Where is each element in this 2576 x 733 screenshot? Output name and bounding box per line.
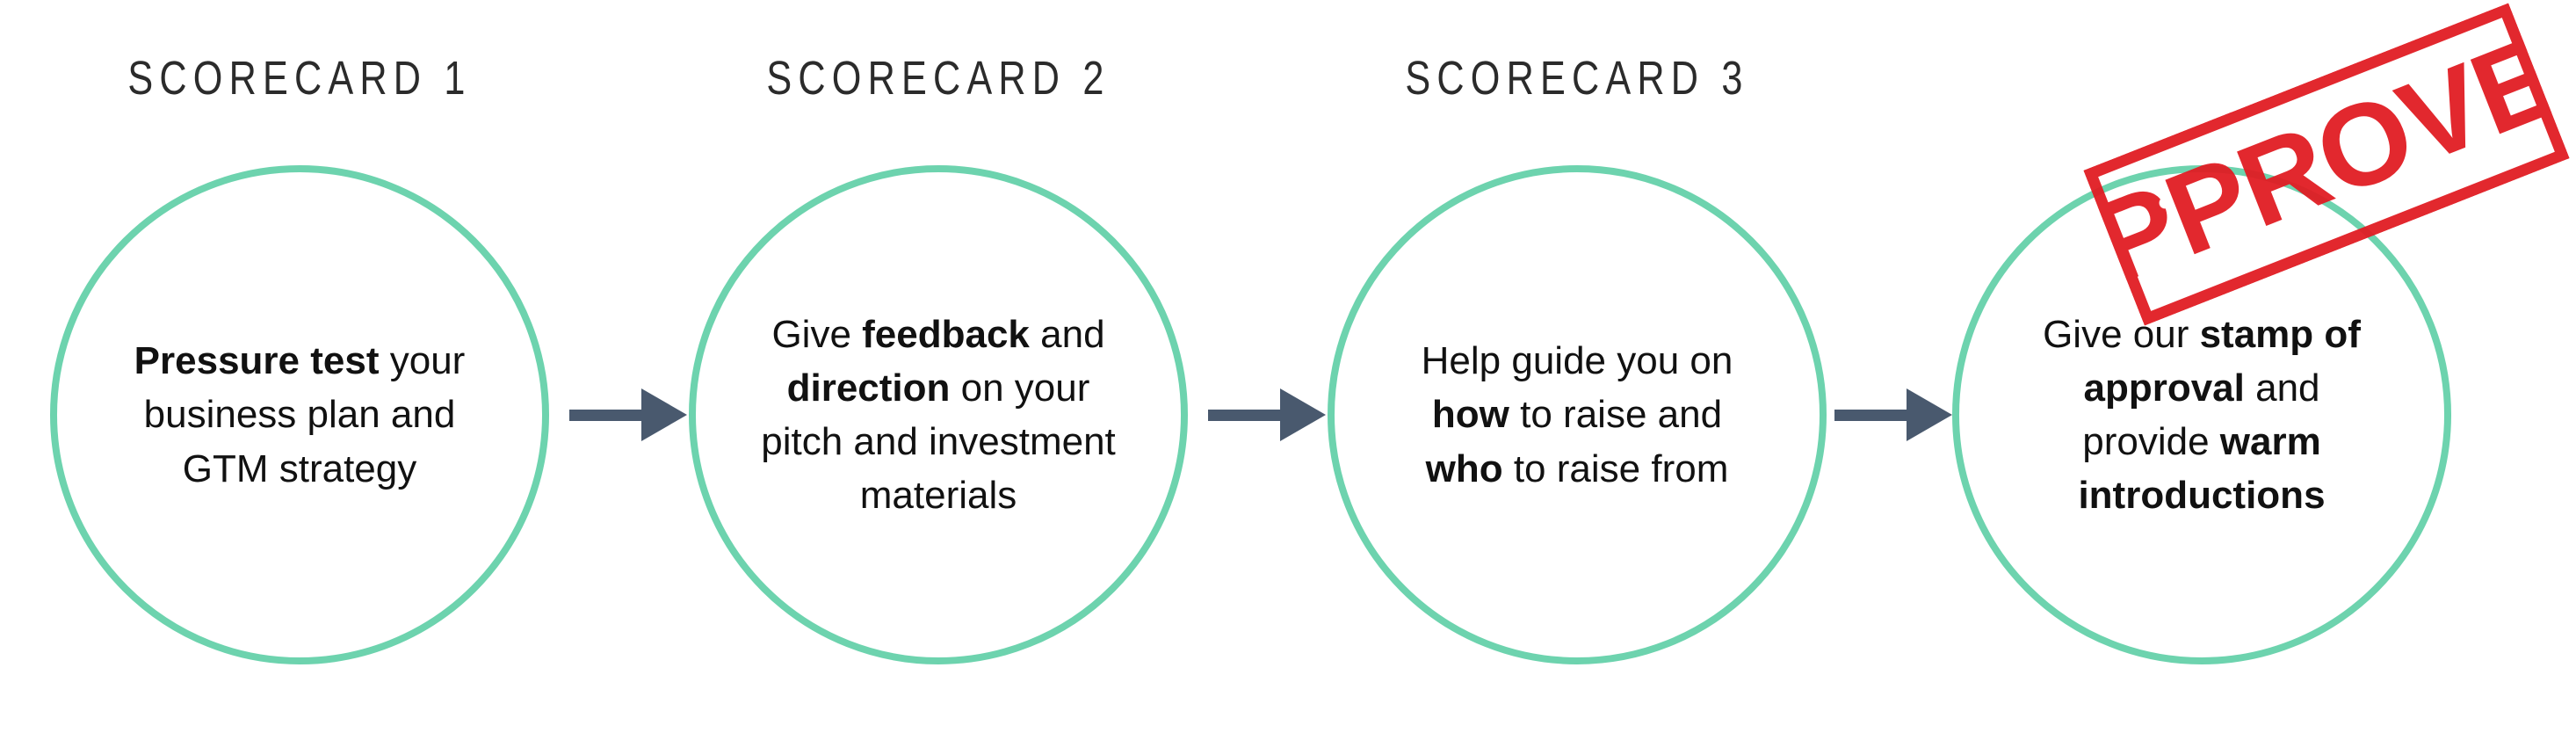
arrow-2-to-3 bbox=[1208, 388, 1326, 441]
arrow-shaft bbox=[1834, 409, 1908, 421]
arrow-1-to-2 bbox=[569, 388, 687, 441]
step-circle-2: Give feedback and direction on your pitc… bbox=[689, 165, 1188, 664]
step-circle-4: Give our stamp of approval and provide w… bbox=[1952, 165, 2451, 664]
arrow-head bbox=[641, 388, 687, 441]
arrow-shaft bbox=[1208, 409, 1282, 421]
step-text-4: Give our stamp of approval and provide w… bbox=[2043, 312, 2361, 518]
step-circle-1: Pressure test your business plan and GTM… bbox=[50, 165, 549, 664]
step-text-2: Give feedback and direction on your pitc… bbox=[761, 312, 1116, 518]
arrow-head bbox=[1280, 388, 1326, 441]
arrow-head bbox=[1907, 388, 1952, 441]
scorecard-label-1: SCORECARD 1 bbox=[127, 52, 472, 105]
scorecard-label-2: SCORECARD 2 bbox=[766, 52, 1111, 105]
step-text-1: Pressure test your business plan and GTM… bbox=[134, 339, 466, 490]
step-circle-3: Help guide you on how to raise and who t… bbox=[1328, 165, 1827, 664]
arrow-shaft bbox=[569, 409, 643, 421]
scorecard-label-3: SCORECARD 3 bbox=[1405, 52, 1749, 105]
step-text-3: Help guide you on how to raise and who t… bbox=[1421, 339, 1733, 490]
arrow-3-to-4 bbox=[1834, 388, 1952, 441]
